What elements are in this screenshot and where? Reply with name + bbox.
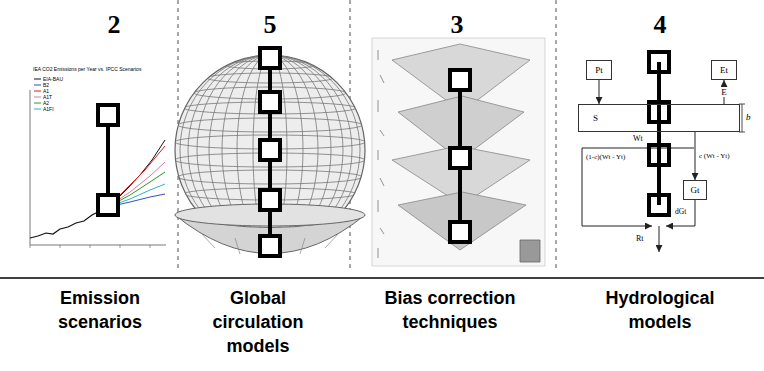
- flux-label: Rt: [636, 234, 644, 243]
- step-number: 3: [437, 10, 477, 40]
- step-number: 5: [250, 10, 290, 40]
- flow-label: c (Wt - Yt): [698, 152, 731, 160]
- globe: [175, 55, 365, 256]
- storage-box: S: [578, 104, 740, 132]
- legend-sample-line: [34, 85, 41, 86]
- hydro-wires-part: [582, 148, 694, 149]
- chain-markers-part: [106, 115, 110, 205]
- legend-entry: B2: [43, 82, 49, 88]
- legend-sample-line: [34, 109, 41, 110]
- chain-markers-part: [98, 195, 118, 215]
- chain-markers-part: [260, 48, 280, 68]
- chain-markers-part: [649, 145, 669, 165]
- step-number: 2: [94, 10, 134, 40]
- legend-entry: A1FI: [43, 106, 54, 112]
- input-box: Pt: [586, 60, 612, 80]
- chain-markers-part: [649, 52, 669, 72]
- node-text: Pt: [595, 65, 603, 75]
- column-separator-part: [556, 0, 557, 272]
- legend-entry: A1T: [43, 94, 52, 100]
- hydro-wires-part: [659, 226, 660, 252]
- chain-markers-part: [98, 105, 118, 125]
- chain-markers-part: [450, 148, 470, 168]
- chart-title: IEA CO2 Emissions per Year vs. IPCC Scen…: [33, 66, 141, 72]
- emissions-chart-part: [30, 90, 166, 245]
- chain-markers: [98, 48, 669, 256]
- node-text: Et: [720, 65, 728, 75]
- globe-part: [200, 232, 340, 256]
- legend-sample-line: [34, 91, 41, 92]
- groundwater-box: Gt: [683, 180, 707, 200]
- baseline-rule: [0, 277, 764, 279]
- hydro-wires: [582, 104, 745, 252]
- flux-label: dGt: [675, 207, 686, 216]
- flow-label: E: [720, 87, 728, 97]
- chain-markers-part: [260, 92, 280, 112]
- dimension-label: b: [746, 112, 751, 122]
- hydro-wires-part: [582, 148, 652, 226]
- stage-caption: Hydrological models: [590, 286, 730, 334]
- legend-samples: [34, 79, 41, 109]
- chain-markers-part: [260, 190, 280, 210]
- chain-markers-part: [450, 70, 470, 90]
- chain-markers-part: [260, 140, 280, 160]
- node-text: Gt: [691, 185, 700, 195]
- flux-label: (1-c)(Wt - Yt): [586, 153, 625, 161]
- emissions-chart: [30, 90, 166, 248]
- stage-caption: Global circulation models: [198, 286, 318, 358]
- flux-label: Wt: [633, 134, 643, 143]
- stage-caption: Emission scenarios: [35, 286, 165, 334]
- globe-part: [175, 55, 365, 245]
- chain-markers-part: [450, 222, 470, 242]
- stage-caption: Bias correction techniques: [360, 286, 540, 334]
- legend-sample-line: [34, 103, 41, 104]
- legend-sample-line: [34, 97, 41, 98]
- flow-arrow: [599, 80, 600, 104]
- bias-correction-sketch-part: [520, 240, 540, 262]
- step-number: 4: [640, 10, 680, 40]
- legend-sample-line: [34, 79, 41, 80]
- emissions-chart-part: [30, 245, 150, 248]
- legend-entry: A2: [43, 100, 49, 106]
- chain-markers-part: [657, 62, 661, 205]
- legend-entry: A1: [43, 88, 49, 94]
- node-text: S: [593, 113, 598, 123]
- bias-correction-sketch: [372, 38, 545, 266]
- bias-correction-sketch-part: [372, 38, 545, 266]
- chain-markers-part: [260, 236, 280, 256]
- globe-part: [175, 55, 365, 245]
- chain-markers-part: [649, 195, 669, 215]
- output-box: Et: [711, 60, 737, 80]
- legend-entry: EIA-BAU: [43, 76, 63, 82]
- bias-correction-sketch-part: [378, 50, 384, 258]
- chain-markers-part: [649, 102, 669, 122]
- flow-arrow: [695, 132, 696, 180]
